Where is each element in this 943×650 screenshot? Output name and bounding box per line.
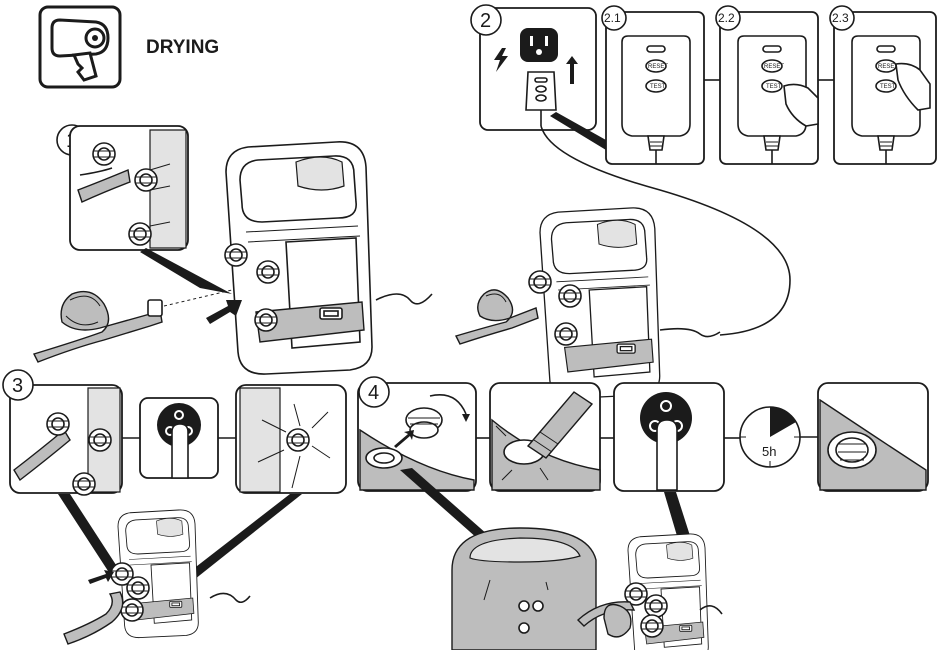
up-arrow-icon — [566, 56, 578, 84]
step-3: 3 — [2, 369, 347, 645]
spa-pump — [539, 207, 661, 399]
valve — [224, 243, 248, 267]
water-drops-icon — [257, 403, 331, 489]
valve — [528, 270, 552, 294]
valve — [46, 412, 70, 436]
step-2-number: 2 — [480, 10, 491, 32]
reset-button-label: RESET — [878, 64, 898, 70]
gfci-plug — [525, 71, 557, 126]
substep-2-1-label: 2.1 — [604, 11, 621, 25]
coiled-hose — [33, 290, 163, 363]
header: DRYING — [38, 5, 219, 89]
power-outlet-icon — [520, 28, 558, 62]
strainer-cap — [405, 407, 443, 439]
step-2: 2 2.1 RESET TEST 2.2 RESET TEST — [454, 4, 937, 399]
inflatable-spa — [451, 527, 597, 650]
step-4: 4 5h — [357, 376, 929, 650]
finger-press-icon — [171, 423, 189, 479]
timer-label: 5h — [762, 444, 776, 459]
valve — [254, 308, 278, 332]
valve — [134, 168, 158, 192]
coiled-hose — [63, 591, 124, 645]
timer-icon: 5h — [739, 406, 801, 468]
valve — [92, 142, 116, 166]
valve — [558, 284, 582, 308]
valve — [644, 594, 668, 618]
water-drops-icon — [495, 425, 549, 481]
valve — [256, 260, 280, 284]
valve — [286, 428, 310, 452]
valve — [554, 322, 578, 346]
valve — [120, 598, 144, 622]
step-4-number: 4 — [368, 382, 379, 404]
valve — [640, 614, 664, 638]
test-button-label: TEST — [766, 84, 782, 90]
valve — [126, 576, 150, 600]
substep-2-2-label: 2.2 — [718, 11, 735, 25]
step-3-number: 3 — [12, 375, 23, 397]
valve — [72, 472, 96, 496]
page-title: DRYING — [146, 37, 219, 58]
step-2-panel — [479, 7, 597, 131]
spa-pump — [225, 141, 373, 375]
valve — [128, 222, 152, 246]
reset-button-label: RESET — [648, 64, 668, 70]
valve — [88, 428, 112, 452]
finger-press-icon — [783, 83, 819, 127]
lightning-icon — [494, 48, 508, 72]
finger-press-icon — [656, 419, 678, 491]
hair-dryer-icon — [50, 18, 110, 82]
finger-press-icon — [895, 62, 931, 111]
rotate-arrow-icon — [429, 394, 467, 415]
step-1: 1 — [33, 124, 433, 375]
substep-2-3-label: 2.3 — [832, 11, 849, 25]
test-button-label: TEST — [650, 84, 666, 90]
coiled-hose — [576, 601, 636, 638]
coiled-hose — [454, 289, 539, 345]
test-button-label: TEST — [880, 84, 896, 90]
reset-button-label: RESET — [764, 64, 784, 70]
